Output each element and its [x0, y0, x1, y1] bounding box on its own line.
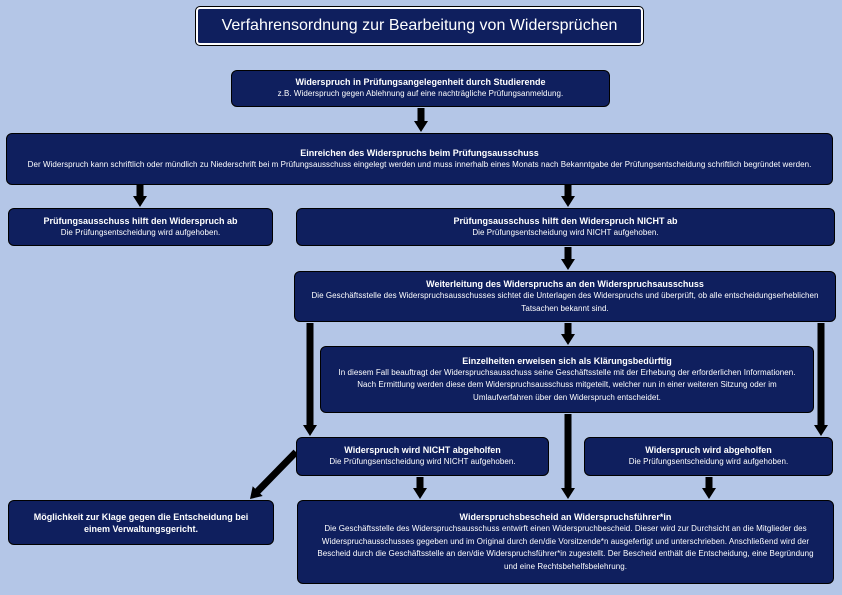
box-nicht-abgeholfen-title: Widerspruch wird NICHT abgeholfen	[344, 445, 501, 456]
box-widerspruch-text: z.B. Widerspruch gegen Ablehnung auf ein…	[277, 89, 564, 99]
box-einreichen-title: Einreichen des Widerspruchs beim Prüfung…	[300, 147, 539, 158]
arrow-einreichen-pa-hilft-nicht	[561, 185, 575, 207]
box-nicht-abgeholfen-text: Die Prüfungsentscheidung wird NICHT aufg…	[329, 457, 516, 467]
page-title: Verfahrensordnung zur Bearbeitung von Wi…	[195, 6, 644, 46]
arrow-einzelheiten-bescheid	[561, 414, 575, 499]
box-bescheid-title: Widerspruchsbescheid an Widerspruchsführ…	[459, 512, 672, 522]
box-widerspruch-title: Widerspruch in Prüfungsangelegenheit dur…	[295, 77, 546, 88]
box-einzelheiten: Einzelheiten erweisen sich als Klärungsb…	[320, 346, 814, 413]
box-pa-hilft-nicht-title: Prüfungsausschuss hilft den Widerspruch …	[453, 215, 678, 226]
arrow-pa-hilft-nicht-weiterleitung	[561, 247, 575, 270]
box-widerspruch: Widerspruch in Prüfungsangelegenheit dur…	[231, 70, 610, 107]
arrow-weiterleitung-abgeholfen	[814, 323, 828, 436]
box-einreichen-text: Der Widerspruch kann schriftlich oder mü…	[27, 159, 812, 169]
arrow-abgeholfen-bescheid	[702, 477, 716, 499]
box-weiterleitung-title: Weiterleitung des Widerspruchs an den Wi…	[426, 279, 704, 289]
box-pa-hilft-text: Die Prüfungsentscheidung wird aufgehoben…	[60, 227, 221, 237]
box-bescheid: Widerspruchsbescheid an Widerspruchsführ…	[297, 500, 834, 584]
box-abgeholfen: Widerspruch wird abgeholfen Die Prüfungs…	[584, 437, 833, 476]
arrow-nicht-abgeholfen-bescheid	[413, 477, 427, 499]
box-pa-hilft-nicht-text: Die Prüfungsentscheidung wird NICHT aufg…	[472, 227, 659, 237]
box-abgeholfen-text: Die Prüfungsentscheidung wird aufgehoben…	[628, 457, 789, 467]
box-weiterleitung: Weiterleitung des Widerspruchs an den Wi…	[294, 271, 836, 322]
arrow-einreichen-pa-hilft	[133, 185, 147, 207]
arrow-nicht-abgeholfen-klage	[250, 449, 299, 499]
box-bescheid-text: Die Geschäftsstelle des Widerspruchsauss…	[317, 524, 814, 571]
box-pa-hilft-title: Prüfungsausschuss hilft den Widerspruch …	[43, 215, 238, 226]
box-pa-hilft: Prüfungsausschuss hilft den Widerspruch …	[8, 208, 273, 246]
box-weiterleitung-text: Die Geschäftsstelle des Widerspruchsauss…	[311, 291, 819, 313]
box-einreichen: Einreichen des Widerspruchs beim Prüfung…	[6, 133, 833, 185]
box-einzelheiten-title: Einzelheiten erweisen sich als Klärungsb…	[462, 355, 672, 366]
box-nicht-abgeholfen: Widerspruch wird NICHT abgeholfen Die Pr…	[296, 437, 549, 476]
arrow-widerspruch-einreichen	[414, 108, 428, 132]
arrow-weiterleitung-einzelheiten	[561, 323, 575, 345]
box-abgeholfen-title: Widerspruch wird abgeholfen	[645, 445, 772, 456]
box-klage: Möglichkeit zur Klage gegen die Entschei…	[8, 500, 274, 545]
arrow-weiterleitung-nicht-abgeholfen	[303, 323, 317, 436]
box-klage-title: Möglichkeit zur Klage gegen die Entschei…	[33, 511, 249, 534]
box-pa-hilft-nicht: Prüfungsausschuss hilft den Widerspruch …	[296, 208, 835, 246]
box-einzelheiten-text: In diesem Fall beauftragt der Widerspruc…	[338, 367, 796, 402]
